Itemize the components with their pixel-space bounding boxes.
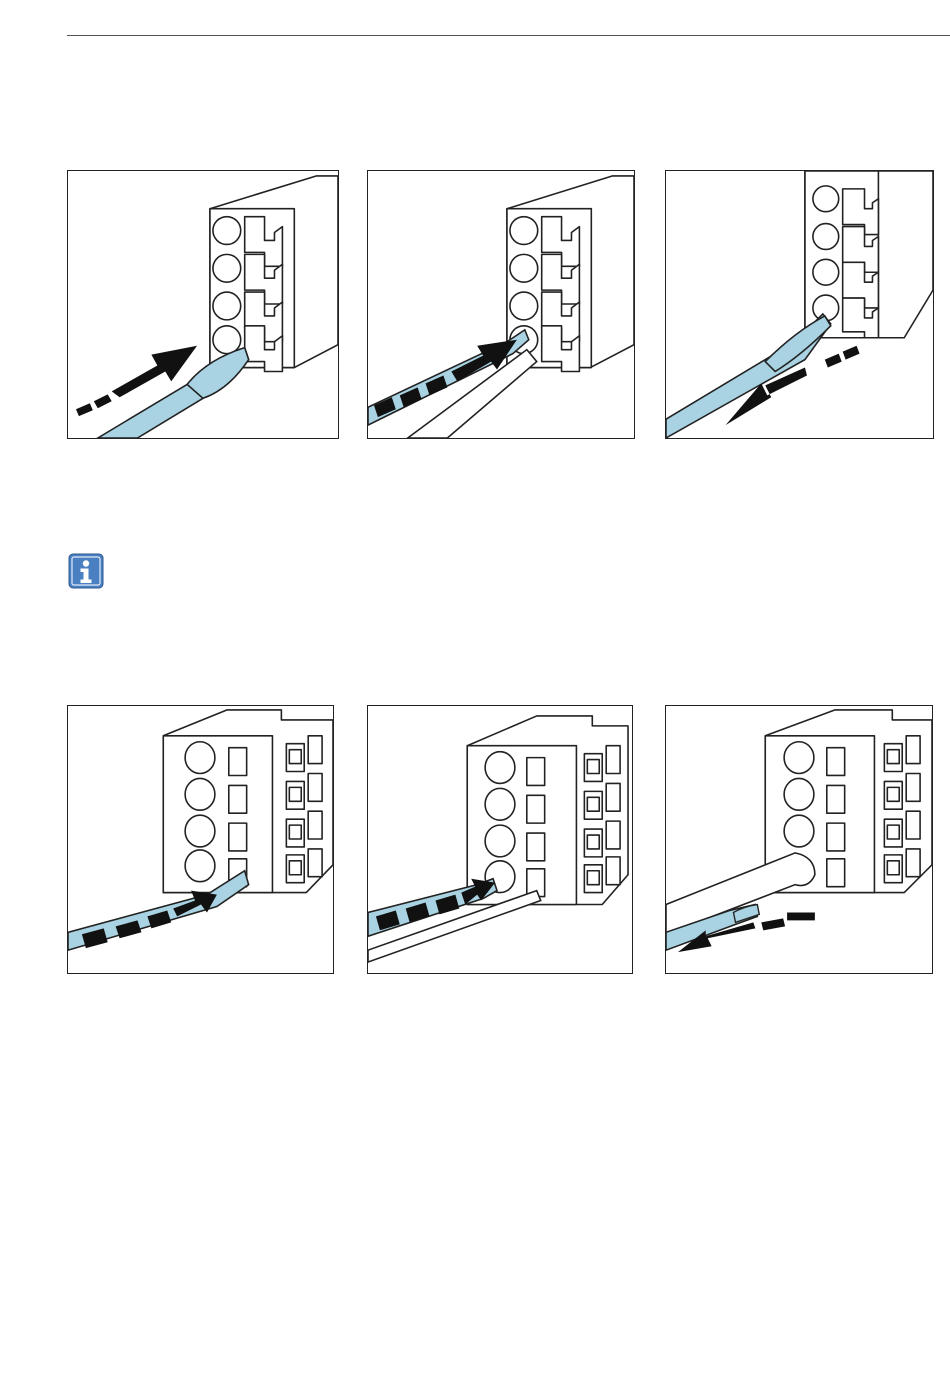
info-icon [68, 553, 104, 589]
header-rule [67, 35, 950, 36]
figure-panel-bottom-hold [367, 705, 633, 974]
figure-panel-top-remove [665, 170, 934, 439]
terminal-remove-illustration [666, 171, 933, 438]
terminal-hold-illustration-2 [368, 706, 632, 973]
figure-panel-bottom-remove [665, 705, 933, 974]
terminal-hold-illustration [368, 171, 634, 438]
terminal-remove-illustration-2 [666, 706, 932, 973]
terminal-insert-illustration-2 [68, 706, 333, 973]
figure-panel-top-insert [67, 170, 339, 439]
terminal-insert-illustration [68, 171, 338, 438]
figure-panel-top-hold [367, 170, 635, 439]
figure-panel-bottom-insert [67, 705, 334, 974]
